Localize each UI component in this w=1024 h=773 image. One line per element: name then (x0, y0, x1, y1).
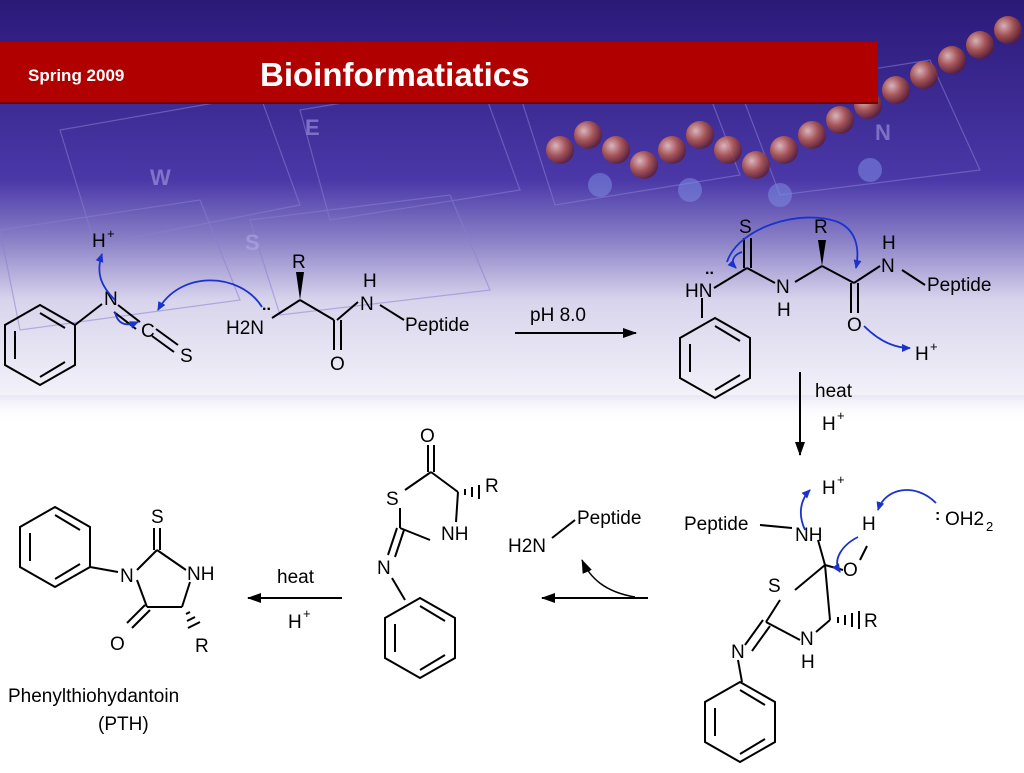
water-subscript: 2 (986, 519, 993, 534)
svg-text:N: N (875, 120, 891, 145)
amine-label: H2N (508, 536, 546, 557)
h-label: H (363, 271, 377, 292)
h-label: H (801, 652, 815, 673)
peptide-n-terminus (271, 299, 405, 350)
n-label: N (120, 566, 134, 587)
curved-arrow-icon (581, 559, 636, 598)
lone-pair-icon: : (935, 507, 940, 524)
svg-text:E: E (305, 115, 320, 140)
proton-label: H (92, 231, 106, 252)
hn-label: HN (685, 281, 712, 302)
proton-charge: + (303, 606, 311, 621)
s-label: S (739, 217, 752, 238)
amine-label: H2N (226, 318, 264, 339)
anilinothiazolinone (384, 445, 459, 680)
lone-pair-icon: .. (705, 261, 714, 278)
lone-pair-icon: .. (262, 297, 271, 314)
product-abbreviation: (PTH) (98, 714, 149, 735)
r-group-label: R (485, 476, 499, 497)
c-label: C (141, 321, 155, 342)
n-label: N (881, 256, 895, 277)
curved-arrow-icon (95, 253, 116, 301)
peptide-label: Peptide (684, 514, 748, 535)
peptide-label: Peptide (577, 508, 641, 529)
curved-arrow-icon (727, 251, 743, 269)
semester-label: Spring 2009 (28, 66, 125, 85)
proton-charge: + (107, 226, 115, 241)
water-label: OH2 (945, 509, 984, 530)
proton-label: H (822, 414, 836, 435)
r-group-label: R (292, 252, 306, 273)
cyclized-intermediate (704, 524, 868, 764)
curved-arrow-icon (157, 279, 263, 311)
curved-arrow-icon (799, 489, 811, 531)
thiourea-adduct (679, 238, 926, 400)
n-label: N (104, 289, 118, 310)
r-group-label: R (195, 636, 209, 657)
heat-condition: heat (277, 567, 315, 588)
n-label: N (377, 558, 391, 579)
o-label: O (110, 634, 125, 655)
curved-arrow-icon (114, 311, 139, 329)
phenylthiohydantoin (19, 505, 191, 629)
curved-arrow-icon (832, 536, 859, 573)
svg-text:W: W (150, 165, 171, 190)
curved-arrow-icon (863, 325, 911, 352)
proton-label: H (822, 478, 836, 499)
curved-arrow-icon (726, 216, 862, 269)
wedge-bond (296, 272, 304, 300)
nh-label: NH (795, 525, 822, 546)
o-label: O (420, 426, 435, 447)
proton-label: H (288, 612, 302, 633)
s-label: S (386, 489, 399, 510)
proton-charge: + (837, 472, 845, 487)
peptide-label: Peptide (405, 315, 469, 336)
s-label: S (180, 346, 193, 367)
o-label: O (330, 354, 345, 375)
hashed-wedge-bond (185, 611, 201, 629)
s-label: S (151, 507, 164, 528)
o-label: O (847, 315, 862, 336)
n-label: N (731, 642, 745, 663)
slide-title: Bioinformatiatics (260, 56, 530, 93)
r-group-label: R (864, 611, 878, 632)
n-label: N (800, 629, 814, 650)
curved-arrow-icon (876, 489, 937, 511)
peptide-label: Peptide (927, 275, 991, 296)
h-label: H (882, 233, 896, 254)
o-label: O (843, 560, 858, 581)
wedge-bond (818, 240, 826, 266)
header-bar (0, 42, 878, 104)
n-label: N (360, 294, 374, 315)
r-group-label: R (814, 217, 828, 238)
h-label: H (862, 514, 876, 535)
hashed-wedge-bond (837, 611, 860, 629)
proton-label: H (915, 344, 929, 365)
n-label: N (776, 277, 790, 298)
h-label: H (777, 300, 791, 321)
proton-charge: + (930, 339, 938, 354)
released-peptide (551, 519, 576, 539)
heat-condition: heat (815, 381, 853, 402)
nh-label: NH (187, 564, 214, 585)
ph-condition: pH 8.0 (530, 305, 586, 326)
proton-charge: + (837, 408, 845, 423)
nh-label: NH (441, 524, 468, 545)
product-name: Phenylthiohydantoin (8, 686, 179, 707)
svg-text:S: S (245, 230, 260, 255)
s-label: S (768, 576, 781, 597)
hashed-wedge-bond (464, 485, 480, 499)
